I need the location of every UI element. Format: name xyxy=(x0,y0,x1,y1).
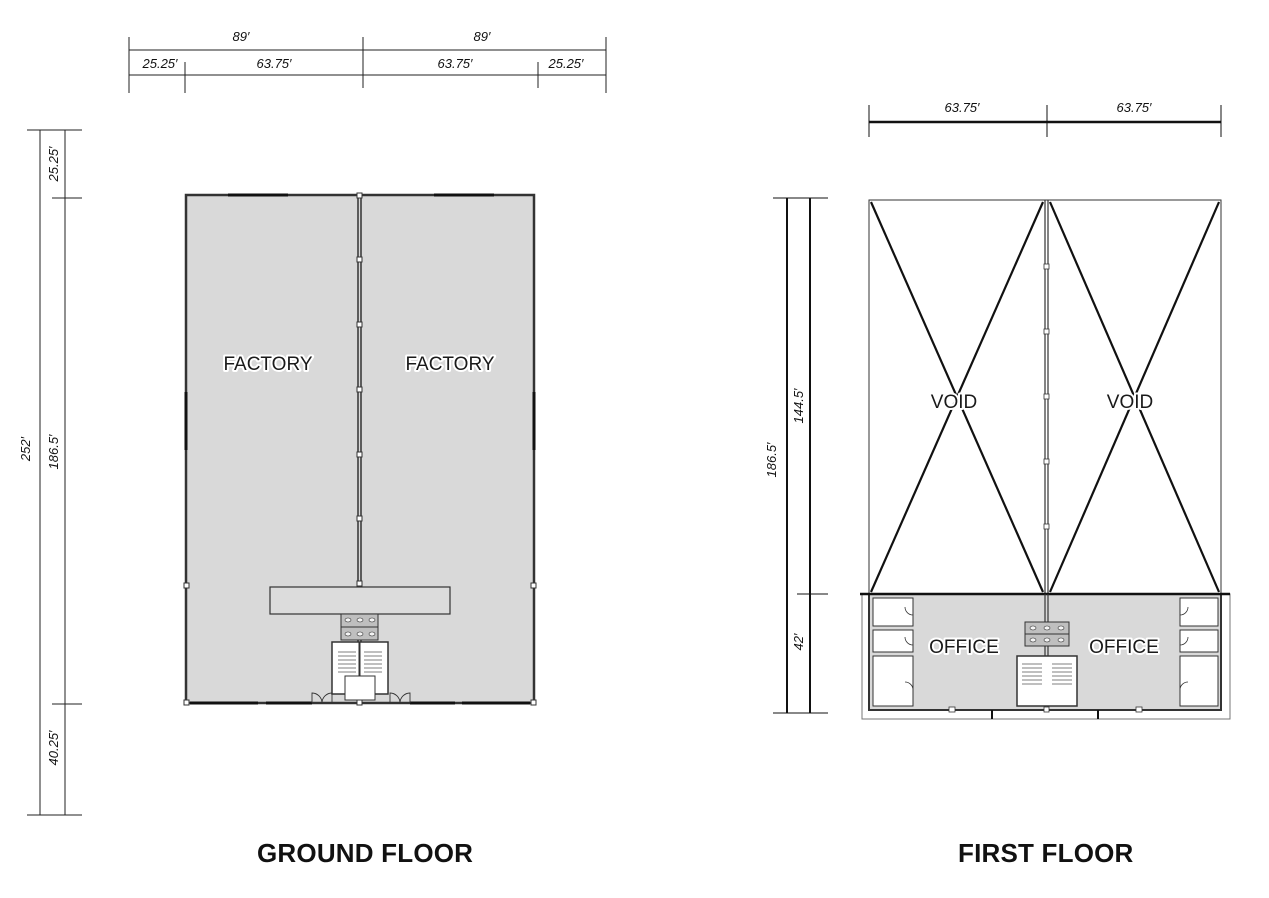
ground-floor-plan: 89′ 89′ 25.25′ 63.75′ 63.75′ 25.25′ 252′… xyxy=(18,29,607,816)
ground-dim-left-total: 89′ xyxy=(233,29,250,44)
first-room-void-left: VOID xyxy=(931,392,977,413)
ground-room-factory-left: FACTORY xyxy=(223,354,312,375)
ground-room-factory-right: FACTORY xyxy=(405,354,494,375)
first-void-cross-left xyxy=(869,201,1045,593)
first-void-columns xyxy=(1043,263,1050,530)
ground-entrance-doors xyxy=(311,692,411,704)
first-office-block xyxy=(860,592,1231,720)
ground-staircase xyxy=(331,641,389,701)
first-dim-top-left: 63.75′ xyxy=(945,100,981,115)
ground-dim-side-total: 252′ xyxy=(18,436,33,462)
first-void-cross-right xyxy=(1048,201,1221,593)
ground-dim-seg3: 63.75′ xyxy=(438,56,474,71)
ground-mezzanine-beam xyxy=(269,586,451,615)
ground-dim-seg1: 25.25′ xyxy=(142,56,179,71)
ground-dim-side-top: 25.25′ xyxy=(46,146,61,183)
ground-floor-side-dimensions xyxy=(27,129,82,816)
ground-dim-side-mid: 186.5′ xyxy=(46,434,61,470)
first-floor-title: FIRST FLOOR xyxy=(958,838,1134,868)
ground-floor-title: GROUND FLOOR xyxy=(257,838,474,868)
ground-floor-top-dimensions xyxy=(128,37,607,93)
ground-dim-seg4: 25.25′ xyxy=(548,56,585,71)
first-dim-top-right: 63.75′ xyxy=(1117,100,1153,115)
first-room-office-left: OFFICE xyxy=(929,637,999,658)
first-room-void-right: VOID xyxy=(1107,392,1153,413)
ground-toilet-block xyxy=(340,613,379,641)
first-room-office-right: OFFICE xyxy=(1089,637,1159,658)
ground-window-marks xyxy=(184,193,536,705)
first-floor-side-dimensions xyxy=(773,197,828,714)
first-floor-top-dimensions xyxy=(868,105,1222,137)
first-dim-side-office: 42′ xyxy=(791,633,806,650)
ground-dim-side-bottom: 40.25′ xyxy=(46,730,61,766)
ground-dim-seg2: 63.75′ xyxy=(257,56,293,71)
first-floor-plan: 63.75′ 63.75′ 186.5′ 144.5′ 42′ xyxy=(764,100,1231,720)
first-dim-side-void: 144.5′ xyxy=(791,388,806,424)
ground-dim-right-total: 89′ xyxy=(474,29,491,44)
first-dim-side-total: 186.5′ xyxy=(764,442,779,478)
